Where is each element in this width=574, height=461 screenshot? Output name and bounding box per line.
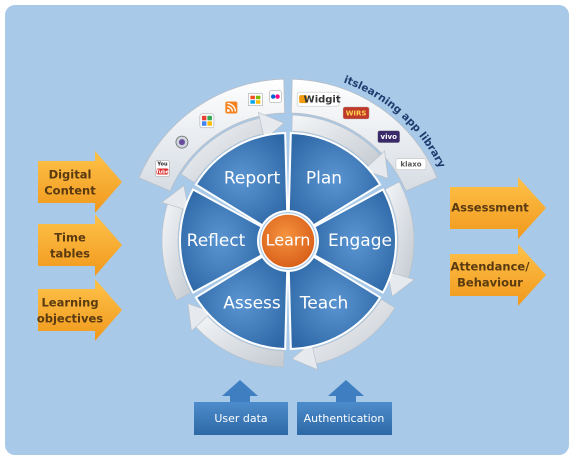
- timetables-arrow: Time tables: [38, 214, 122, 276]
- center-label: Learn: [266, 231, 311, 250]
- user-data-input: User data: [194, 380, 288, 435]
- vivo-logo: vivo: [377, 130, 400, 143]
- timetables-label-2: tables: [50, 247, 90, 261]
- timetables-label-1: Time: [54, 231, 86, 245]
- authentication-up-arrow: [328, 380, 364, 402]
- segment-report: [194, 132, 289, 227]
- segment-reflect: [179, 188, 263, 294]
- segment-teach: [287, 255, 382, 350]
- assessment-label: Assessment: [451, 201, 529, 215]
- segment-assess: [194, 255, 289, 350]
- learning-objectives-arrow: Learning objectives: [37, 279, 122, 341]
- segment-plan: [287, 132, 382, 227]
- svg-text:vivo: vivo: [381, 133, 398, 141]
- digital-content-label-1: Digital: [49, 168, 92, 182]
- segment-label-report: Report: [224, 169, 281, 189]
- svg-text:klaxo: klaxo: [400, 161, 421, 169]
- segment-label-engage: Engage: [328, 231, 392, 251]
- attendance-label-2: Behaviour: [457, 276, 523, 290]
- webcam-icon: [175, 135, 189, 149]
- segment-label-assess: Assess: [223, 293, 281, 313]
- learning-objectives-label-2: objectives: [37, 312, 103, 326]
- rss-feed-icon: [225, 101, 238, 114]
- left-input-arrows: Digital Content Time tables Learning obj…: [37, 151, 122, 341]
- right-output-arrows: Assessment Attendance/ Behaviour: [450, 177, 546, 306]
- authentication-input: Authentication: [297, 380, 392, 435]
- cycle-ring: [161, 111, 415, 371]
- authentication-label: Authentication: [304, 412, 385, 425]
- google-apps-icon: [199, 113, 215, 129]
- ring-arrowhead-4: [161, 185, 189, 212]
- center-circle: [260, 213, 316, 269]
- svg-text:Tube: Tube: [156, 169, 170, 175]
- ring-arrowhead-1: [387, 270, 415, 297]
- ring-arrowhead-5: [257, 111, 285, 141]
- bottom-inputs: User data Authentication: [194, 380, 392, 435]
- digital-content-label-2: Content: [44, 184, 96, 198]
- segment-engage: [313, 188, 397, 294]
- windows-icon: [248, 93, 263, 106]
- ring-arrowhead-2: [291, 341, 319, 371]
- learning-objectives-label-1: Learning: [41, 296, 98, 310]
- segment-label-teach: Teach: [299, 293, 349, 313]
- segment-label-reflect: Reflect: [187, 231, 246, 251]
- attendance-behaviour-arrow: Attendance/ Behaviour: [450, 244, 546, 306]
- digital-content-arrow: Digital Content: [38, 151, 122, 213]
- svg-text:You: You: [156, 162, 168, 168]
- flickr-icon: [269, 90, 282, 103]
- widgit-logo: Widgit: [296, 91, 341, 107]
- user-data-label: User data: [214, 412, 267, 425]
- segment-label-plan: Plan: [306, 169, 342, 189]
- user-data-box: [194, 402, 288, 435]
- app-library-arc: itslearning app libraryYouTubeWidgitWIRS…: [138, 74, 448, 192]
- authentication-box: [297, 402, 392, 435]
- svg-text:Widgit: Widgit: [304, 95, 341, 106]
- klaxo-logo: klaxo: [395, 158, 427, 170]
- wirs-logo: WIRS: [342, 106, 370, 120]
- attendance-label-1: Attendance/: [451, 260, 531, 274]
- assessment-arrow: Assessment: [450, 177, 546, 239]
- svg-text:WIRS: WIRS: [346, 109, 367, 117]
- user-data-up-arrow: [222, 380, 258, 402]
- app-library-arc-left: [138, 78, 286, 192]
